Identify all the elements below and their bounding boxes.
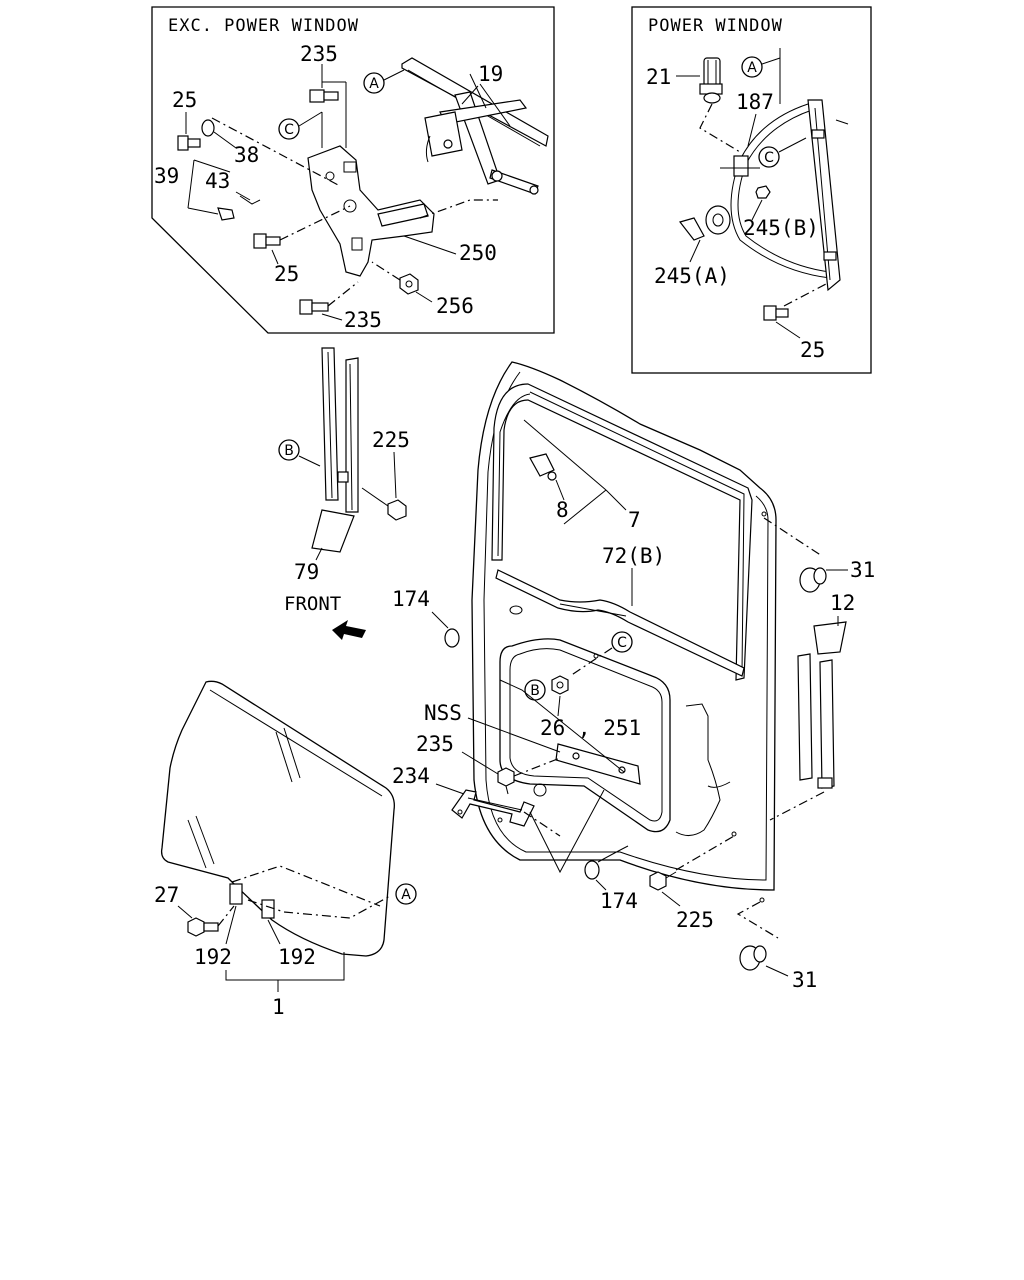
label-234: 234: [392, 764, 430, 788]
grommet-31-bottom: [739, 945, 767, 971]
label-nss: NSS: [424, 701, 462, 725]
label-192-a: 192: [194, 945, 232, 969]
label-38: 38: [234, 143, 259, 167]
ref-b-letter-door: B: [530, 683, 540, 699]
label-39: 39: [154, 164, 179, 188]
label-27: 27: [154, 883, 179, 907]
label-245a: 245(A): [654, 264, 730, 288]
plug-174-top: [444, 628, 460, 648]
plug-174-bottom: [584, 860, 600, 880]
bolt-235-bottom: [299, 299, 329, 315]
nut-245b: [755, 185, 771, 199]
label-225-top: 225: [372, 428, 410, 452]
regulator-cable-187: [720, 99, 849, 292]
bolt-25-pw: [763, 305, 789, 321]
ref-a-circle-pw: [741, 56, 763, 78]
front-arrow-icon: [332, 620, 366, 640]
drum-pulley: [705, 205, 731, 235]
label-72b: 72(B): [602, 544, 665, 568]
grommet-31-top: [799, 567, 827, 593]
ref-a-letter-pw: A: [747, 60, 757, 76]
clip-8: [529, 453, 557, 481]
ref-a-letter: A: [369, 76, 379, 92]
nut-256: [399, 273, 419, 295]
bolt-27: [187, 917, 219, 937]
front-label: FRONT: [284, 593, 341, 615]
label-256: 256: [436, 294, 474, 318]
label-174-bottom: 174: [600, 889, 638, 913]
nut-26-251: [551, 675, 569, 695]
bolt-25-lower: [253, 233, 281, 249]
channel-79: [311, 347, 359, 553]
label-31-bottom: 31: [792, 968, 817, 992]
label-25-top: 25: [172, 88, 197, 112]
label-7: 7: [628, 508, 641, 532]
ref-a-circle-glass: [395, 883, 417, 905]
bolt-235-mid: [497, 767, 515, 795]
label-26-251: 26 , 251: [540, 716, 641, 740]
ref-a-letter-glass: A: [401, 887, 411, 903]
bracket-nss: [555, 743, 641, 785]
label-235-mid: 235: [416, 732, 454, 756]
glass-1: [160, 680, 395, 957]
bolt-225-top: [361, 487, 407, 521]
label-187: 187: [736, 90, 774, 114]
label-174-top: 174: [392, 587, 430, 611]
washer-38: [201, 119, 215, 137]
label-25-pw: 25: [800, 338, 825, 362]
label-25-lower: 25: [274, 262, 299, 286]
door-panel: [471, 361, 777, 903]
label-235-top: 235: [300, 42, 338, 66]
label-192-b: 192: [278, 945, 316, 969]
motor-21: [699, 57, 723, 104]
ref-c-letter-pw: C: [764, 150, 774, 166]
bolt-25-top: [177, 135, 201, 151]
clip-39: [217, 207, 235, 221]
label-43: 43: [205, 169, 230, 193]
ref-b-circle-79: [278, 439, 300, 461]
label-12: 12: [830, 591, 855, 615]
bolt-225-bottom: [649, 871, 677, 891]
label-250: 250: [459, 241, 497, 265]
ref-b-circle-door: [524, 679, 546, 701]
channel-12: [797, 621, 847, 789]
ref-b-letter-79: B: [284, 443, 294, 459]
inset-power-window: POWER WINDOW 21 A 187: [631, 6, 872, 374]
label-225-bottom: 225: [676, 908, 714, 932]
spring-43: [239, 195, 261, 205]
ref-c-letter: C: [284, 122, 294, 138]
bolt-235-top: [309, 89, 339, 103]
label-8: 8: [556, 498, 569, 522]
bracket-245a: [678, 217, 705, 241]
regulator-arm-19: [401, 57, 549, 195]
ref-c-circle-pw: [758, 146, 780, 168]
inset-title-exc-power-window: EXC. POWER WINDOW: [168, 16, 359, 36]
label-79: 79: [294, 560, 319, 584]
bracket-250: [307, 145, 435, 277]
bracket-234: [451, 789, 535, 827]
ref-c-circle: [278, 118, 300, 140]
label-245b: 245(B): [743, 216, 819, 240]
ref-a-circle: [363, 72, 385, 94]
label-21: 21: [646, 65, 671, 89]
inset-title-power-window: POWER WINDOW: [648, 16, 783, 36]
inset-exc-power-window: EXC. POWER WINDOW A 19: [151, 6, 555, 334]
label-31-top: 31: [850, 558, 875, 582]
label-1: 1: [272, 995, 285, 1019]
label-19: 19: [478, 62, 503, 86]
label-235-bottom: 235: [344, 308, 382, 332]
ref-c-letter-door: C: [617, 635, 627, 651]
ref-c-circle-door: [611, 631, 633, 653]
